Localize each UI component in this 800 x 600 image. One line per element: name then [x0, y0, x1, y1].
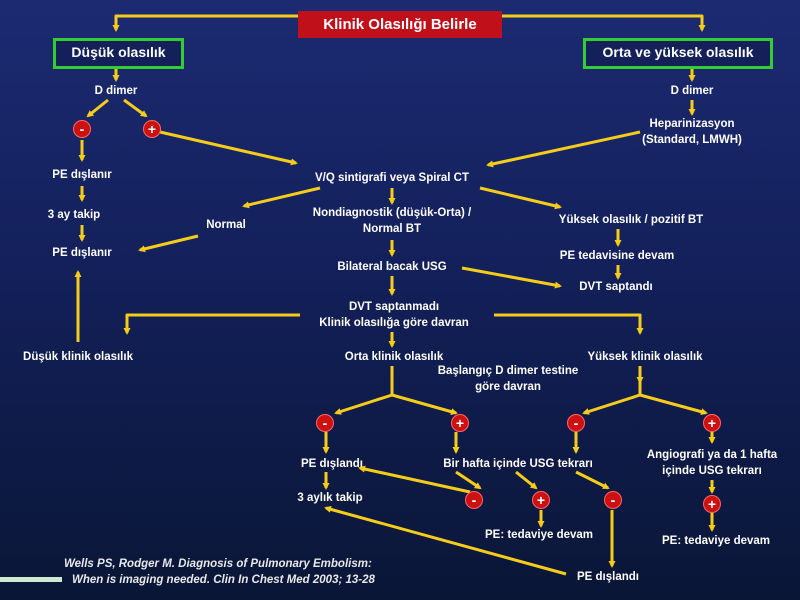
- high-negative-sign: -: [567, 414, 585, 432]
- pe-excluded-1: PE dışlanır: [52, 169, 112, 181]
- initial-ddimer-line-2: göre davran: [475, 381, 541, 393]
- follow-up-3m: 3 ay takip: [47, 209, 101, 221]
- initial-ddimer-line-1: Başlangıç D dimer testine: [437, 365, 579, 377]
- nondiagnostic-line-1: Nondiagnostik (düşük-Orta) /: [312, 207, 472, 219]
- treat-continue-b: PE: tedaviye devam: [661, 535, 771, 547]
- bilateral-leg-usg: Bilateral bacak USG: [337, 261, 447, 273]
- high-ddimer-label: D dimer: [670, 85, 714, 97]
- page-title: Klinik Olasılığı Belirle: [298, 11, 502, 38]
- low-ddimer-positive: +: [143, 120, 161, 138]
- vq-scintigraphy-ct: V/Q sintigrafi veya Spiral CT: [314, 172, 470, 184]
- heparin-line-2: (Standard, LMWH): [642, 134, 742, 146]
- continue-pe-treatment: PE tedavisine devam: [559, 250, 675, 262]
- angiography-line-1: Angiografi ya da 1 hafta: [646, 449, 778, 461]
- high-probability-box: Orta ve yüksek olasılık: [583, 38, 773, 69]
- dvt-not-detected-2: Klinik olasılığa göre davran: [319, 317, 469, 329]
- pe-excluded-2: PE dışlanır: [52, 247, 112, 259]
- low-ddimer-label: D dimer: [94, 85, 138, 97]
- dvt-detected: DVT saptandı: [579, 281, 653, 293]
- treat-continue-a: PE: tedaviye devam: [484, 529, 594, 541]
- usg-negative-sign: -: [465, 491, 483, 509]
- low-probability-box: Düşük olasılık: [53, 38, 184, 69]
- heparin-line-1: Heparinizasyon: [649, 118, 735, 130]
- angiography-line-2: içinde USG tekrarı: [662, 465, 762, 477]
- reference-bar: [0, 577, 62, 582]
- pe-excluded-a: PE dışlandı: [301, 458, 363, 470]
- usg-repeat-one-week: Bir hafta içinde USG tekrarı: [443, 458, 593, 470]
- reference-line-1: Wells PS, Rodger M. Diagnosis of Pulmona…: [64, 558, 372, 570]
- high-positive-sign: +: [703, 414, 721, 432]
- high-prob-positive-ct: Yüksek olasılık / pozitif BT: [558, 214, 704, 226]
- high-clinical-probability: Yüksek klinik olasılık: [587, 351, 703, 363]
- usg-high-negative-sign: -: [604, 491, 622, 509]
- mid-negative-sign: -: [316, 414, 334, 432]
- normal-result: Normal: [206, 219, 246, 231]
- mid-positive-sign: +: [451, 414, 469, 432]
- angio-positive-sign: +: [703, 495, 721, 513]
- reference-citation: Wells PS, Rodger M. Diagnosis of Pulmona…: [64, 556, 375, 588]
- mid-clinical-probability: Orta klinik olasılık: [344, 351, 444, 363]
- low-ddimer-negative: -: [73, 120, 91, 138]
- reference-line-2: When is imaging needed. Clin In Chest Me…: [72, 574, 375, 586]
- follow-up-3m-b: 3 aylık takip: [297, 492, 363, 504]
- low-clinical-probability: Düşük klinik olasılık: [23, 351, 133, 363]
- pe-excluded-b: PE dışlandı: [577, 571, 639, 583]
- usg-positive-sign: +: [532, 491, 550, 509]
- dvt-not-detected-1: DVT saptanmadı: [348, 301, 440, 313]
- nondiagnostic-line-2: Normal BT: [362, 223, 422, 235]
